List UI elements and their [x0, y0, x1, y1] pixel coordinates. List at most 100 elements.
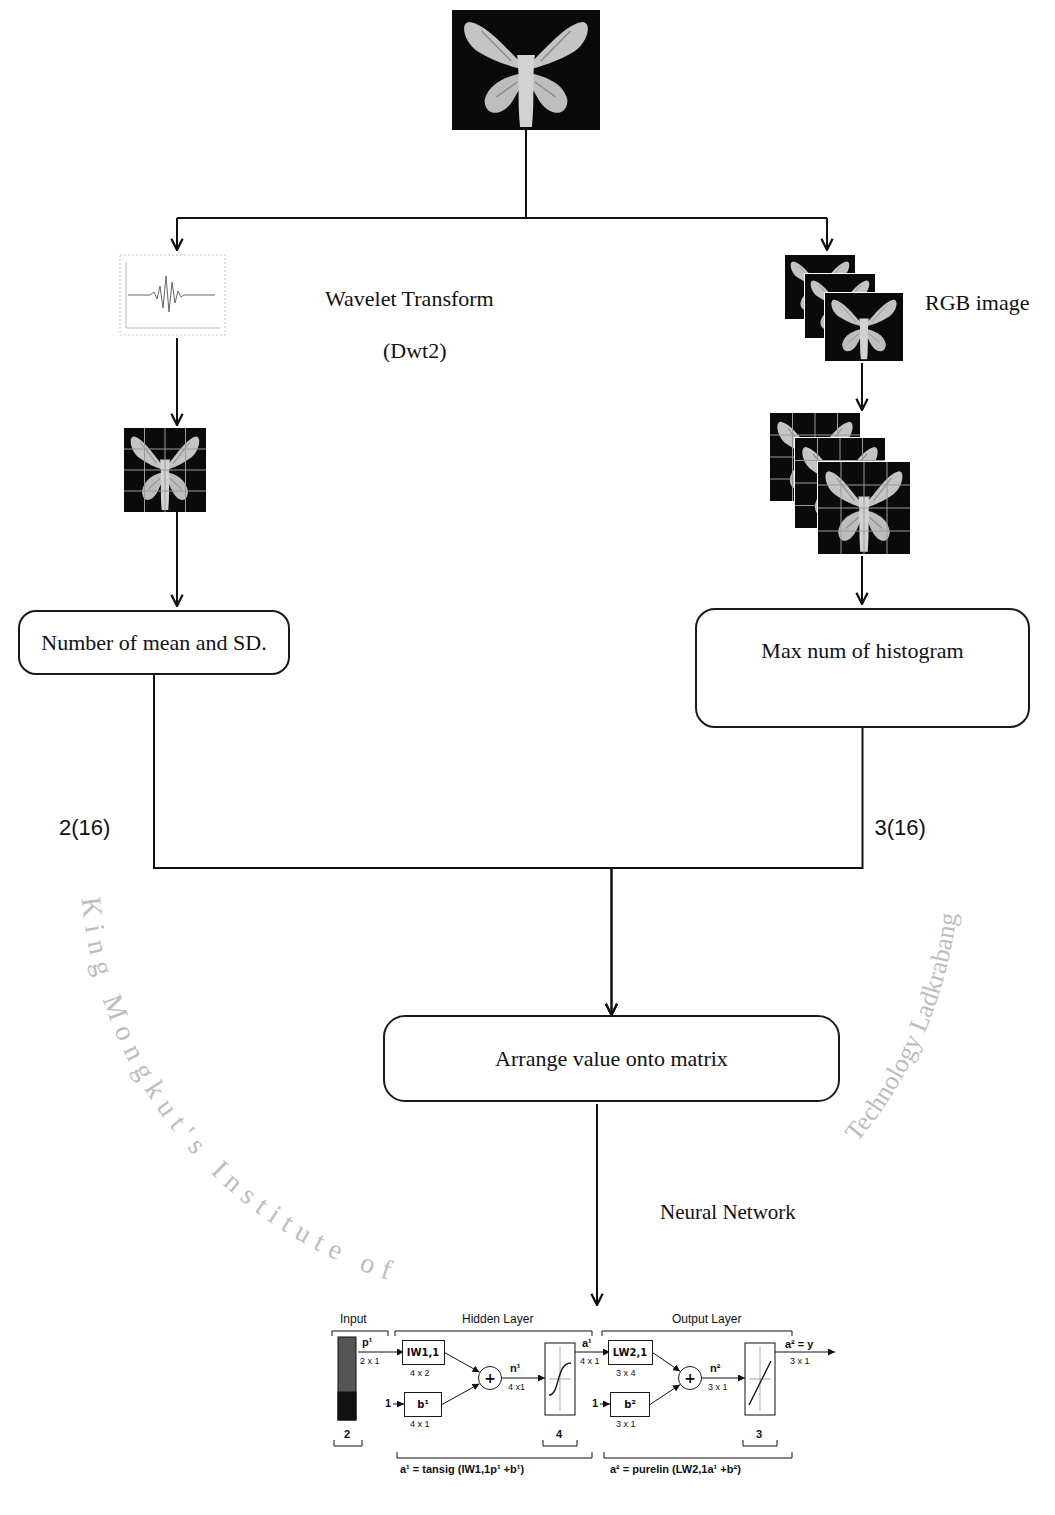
dimension-label: 4 x 1 [410, 1419, 430, 1429]
node-text: b¹ [417, 1399, 429, 1410]
flow-line [176, 338, 178, 425]
dimension-label: 3 x 4 [616, 1368, 636, 1378]
connector [154, 675, 612, 1015]
dimension-label: 4 x1 [508, 1382, 525, 1392]
flow-line [176, 512, 178, 606]
watermark-text: King Mongkut's Institute of [76, 895, 404, 1288]
edge-label: 3(16) [873, 815, 928, 840]
node-text: IW1,1 [407, 1347, 439, 1358]
wavelet-plot [120, 255, 225, 335]
grid-image [124, 428, 206, 512]
network-diagram [600, 1404, 610, 1405]
network-diagram [575, 1352, 610, 1353]
step-label: Neural Network [660, 1200, 796, 1224]
dimension-label: 3 x 1 [790, 1356, 810, 1366]
node-text: Number of mean and SD. [41, 630, 266, 656]
network-diagram [549, 1363, 571, 1395]
process-box: Max num of histogram [695, 608, 1030, 728]
rgb-image-stack [825, 293, 903, 361]
network-diagram [545, 1343, 575, 1415]
connector [650, 1385, 680, 1405]
dimension-label: 3 x 1 [616, 1419, 636, 1429]
network-diagram [543, 1440, 577, 1446]
node-text: b² [624, 1399, 636, 1410]
equation: a¹ = tansig (IW1,1p¹ +b¹) [400, 1463, 524, 1476]
layer-heading: Input [340, 1313, 367, 1327]
edge-label: 2(16) [57, 815, 112, 840]
wavelet-plot [126, 262, 220, 328]
sum-circle: + [678, 1366, 702, 1390]
node-text: Max num of histogram [761, 638, 963, 664]
watermark-text: King Mongkut's Institute of [76, 895, 404, 1288]
flow-line [176, 218, 178, 250]
signal-name: 1 [592, 1397, 598, 1410]
process-box: Arrange value onto matrix [383, 1015, 840, 1102]
flow-line [861, 363, 863, 410]
network-diagram [749, 1347, 771, 1411]
connector [612, 728, 863, 1015]
equation: a² = purelin (LW2,1a¹ +b²) [610, 1463, 741, 1476]
network-diagram [332, 1331, 835, 1458]
process-box: Number of mean and SD. [18, 610, 290, 675]
layer-heading: Output Layer [672, 1313, 741, 1327]
signal-name: n² [710, 1362, 720, 1375]
grid-image [124, 428, 206, 512]
weight-box: IW1,1 [402, 1340, 445, 1365]
network-diagram [604, 1452, 792, 1458]
connector [445, 1353, 480, 1373]
neuron-count: 2 [344, 1428, 350, 1441]
step-label: Wavelet Transform [325, 286, 494, 311]
step-label: RGB image [925, 290, 1030, 315]
network-diagram [338, 1392, 356, 1420]
dimension-label: 3 x 1 [708, 1382, 728, 1392]
source-image [452, 10, 600, 130]
weight-box: LW2,1 [608, 1340, 653, 1365]
signal-name: a¹ [582, 1337, 592, 1350]
signal-name: n¹ [510, 1362, 520, 1375]
network-diagram [393, 1404, 404, 1405]
step-label: (Dwt2) [383, 338, 447, 363]
network-diagram [332, 1331, 388, 1336]
layer-heading: Hidden Layer [462, 1313, 533, 1327]
dimension-label: 4 x 2 [410, 1368, 430, 1378]
connector [653, 1353, 681, 1372]
signal-name: p¹ [362, 1336, 372, 1349]
bias-box: b² [610, 1392, 650, 1417]
node-text: + [684, 1371, 696, 1385]
network-diagram [338, 1337, 356, 1420]
network-diagram [602, 1331, 792, 1336]
bias-box: b¹ [404, 1392, 442, 1417]
flow-line [826, 218, 828, 250]
network-diagram [395, 1331, 592, 1336]
network-diagram [743, 1440, 777, 1446]
network-diagram [775, 1352, 835, 1353]
network-diagram [397, 1452, 592, 1458]
neuron-count: 4 [556, 1428, 562, 1441]
network-diagram [549, 1347, 571, 1411]
flow-line [177, 130, 827, 218]
sum-circle: + [478, 1366, 502, 1390]
node-text: Arrange value onto matrix [495, 1046, 728, 1072]
network-diagram [358, 1352, 404, 1353]
node-text: LW2,1 [613, 1347, 647, 1358]
network-diagram [745, 1343, 775, 1415]
rgb-image-stack [784, 254, 904, 362]
signal-name: 1 [385, 1397, 391, 1410]
grid-image-stack [769, 412, 911, 555]
flow-line [596, 1104, 598, 1305]
node-text: + [484, 1371, 496, 1385]
rgb-image-stack [824, 292, 904, 362]
wavelet-plot [120, 255, 225, 335]
neuron-count: 3 [756, 1428, 762, 1441]
grid-image-stack [817, 461, 911, 555]
source-image [452, 10, 600, 130]
flow-line [861, 556, 863, 604]
network-diagram [749, 1361, 771, 1405]
grid-image-stack [818, 462, 910, 554]
wavelet-plot [128, 276, 215, 312]
network-diagram [702, 1378, 745, 1379]
dimension-label: 2 x 1 [360, 1356, 380, 1366]
